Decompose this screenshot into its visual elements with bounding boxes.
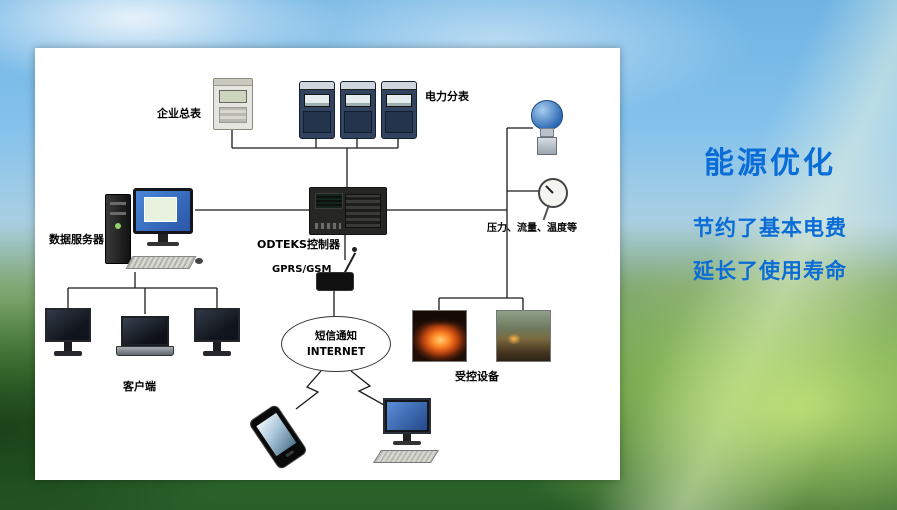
server-screen (136, 191, 190, 231)
transmitter-neck (540, 128, 554, 137)
controller-leds (315, 223, 341, 229)
submeter-panel (385, 111, 413, 133)
data-server-label: 数据服务器 (49, 233, 104, 246)
meter-header (214, 79, 252, 86)
client-screen (45, 308, 91, 342)
submeter-panel (303, 111, 331, 133)
submeter-display (304, 94, 330, 107)
client-screen (194, 308, 240, 342)
client-bus-line (67, 272, 218, 314)
monitor-base (147, 242, 179, 246)
client-base (54, 351, 82, 356)
data-server-image (103, 188, 203, 278)
gprs-modem-image (316, 247, 357, 291)
meter-buttons (219, 107, 247, 123)
client-laptop-image (116, 316, 174, 358)
tower-slot (110, 212, 126, 215)
laptop-base (116, 346, 174, 356)
tower-slot (110, 202, 126, 205)
server-monitor (133, 188, 193, 234)
gauge-needle (545, 185, 554, 194)
submeter-cap (300, 82, 334, 90)
controlled-device-photo-2 (496, 310, 551, 362)
controller-display (315, 193, 343, 209)
modem-body (316, 272, 354, 291)
power-submeter-2-image (340, 81, 376, 139)
antenna-tip (352, 247, 357, 252)
lightning-to-phone (295, 370, 322, 410)
submeter-cap (341, 82, 375, 90)
client-base (203, 351, 231, 356)
sms-internet-cloud: 短信通知 INTERNET (281, 316, 391, 372)
submeter-display (345, 94, 371, 107)
controlled-bus-line (438, 297, 524, 310)
power-submeter-3-image (381, 81, 417, 139)
server-mouse (195, 258, 203, 264)
pressure-transmitter-image (529, 100, 565, 158)
transmitter-body (537, 137, 557, 155)
sensors-label: 压力、流量、温度等 (487, 223, 577, 234)
sms-cloud-text-2: INTERNET (306, 346, 366, 358)
controlled-device-photo-1 (412, 310, 467, 362)
server-keyboard (125, 256, 197, 269)
connection-lines (67, 127, 539, 410)
gprs-label: GPRS/GSM (272, 264, 332, 275)
power-submeter-1-image (299, 81, 335, 139)
controlled-devices-label: 受控设备 (455, 370, 499, 383)
diagram-panel: 企业总表 电力分表 (35, 48, 620, 480)
client-monitor-1-image (45, 308, 91, 362)
transmitter-head (531, 100, 563, 130)
meter-display (219, 90, 247, 103)
caption-benefit-1: 节约了基本电费 (693, 216, 847, 240)
monitor-stand (158, 234, 168, 242)
clients-label: 客户端 (123, 380, 156, 393)
client-stand (213, 342, 221, 351)
remote-monitor-stand (403, 434, 411, 441)
remote-monitor (383, 398, 431, 434)
sms-cloud-text-1: 短信通知 (315, 329, 357, 342)
lightning-to-computer (350, 370, 385, 406)
submeter-cap (382, 82, 416, 90)
caption-title: 能源优化 (704, 146, 836, 181)
client-stand (64, 342, 72, 351)
caption: 能源优化 节约了基本电费 延长了使用寿命 (645, 138, 895, 298)
controller-vents (345, 194, 381, 228)
submeter-display (386, 94, 412, 107)
controller-label: ODTEKS控制器 (257, 238, 340, 251)
remote-computer-image (372, 398, 441, 463)
tower-power-led (115, 223, 121, 229)
remote-screen (387, 402, 427, 430)
pressure-gauge-image (538, 178, 568, 221)
laptop-screen (121, 316, 169, 346)
power-submeters-label: 电力分表 (425, 90, 469, 103)
remote-keyboard (372, 450, 440, 463)
enterprise-meter-label: 企业总表 (157, 107, 201, 120)
submeter-panel (344, 111, 372, 133)
enterprise-meter-image (213, 78, 253, 130)
phone-button (284, 450, 295, 458)
caption-benefit-2: 延长了使用寿命 (693, 259, 847, 283)
remote-monitor-base (393, 441, 421, 445)
controller-image (309, 187, 387, 235)
server-tower (105, 194, 131, 264)
meter-drop-lines (231, 128, 399, 148)
client-monitor-2-image (194, 308, 240, 362)
